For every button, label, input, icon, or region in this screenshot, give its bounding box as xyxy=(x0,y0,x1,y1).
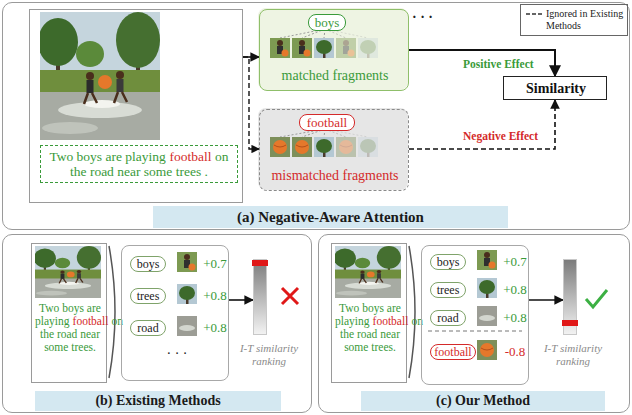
word-tag: road xyxy=(130,320,166,336)
caption-frame: Two boys are playingfootballon the road … xyxy=(335,302,405,354)
panel: (a) Negative-Aware Attention Two boys are… xyxy=(2,2,630,230)
word-tag: boys xyxy=(430,254,466,270)
score-value: -0.8 xyxy=(502,344,528,360)
word-tag: football xyxy=(430,344,476,360)
legend-box: Ignored in Existing Methods xyxy=(520,4,628,36)
fragment-thumb xyxy=(177,252,197,272)
bracket xyxy=(409,246,415,378)
score-value: +0.8 xyxy=(502,282,528,298)
mismatched-fill xyxy=(258,108,408,190)
photo xyxy=(34,246,101,298)
fragment-thumb xyxy=(270,137,290,157)
panel-title: (a) Negative-Aware Attention xyxy=(153,206,508,228)
word-tag: trees xyxy=(130,288,166,304)
legend-sample xyxy=(526,13,544,15)
connector xyxy=(409,100,555,149)
image-text-card: Two boys are playingfootballon the road … xyxy=(29,9,243,203)
similarity-box: Similarity xyxy=(503,76,607,100)
fragment-thumb xyxy=(270,38,290,58)
bracket xyxy=(109,246,115,378)
fragment-thumb xyxy=(177,284,197,304)
score-value: +0.7 xyxy=(202,256,228,272)
axis-caption: I-T similarity ranking xyxy=(532,342,614,368)
fragment-thumb xyxy=(358,137,378,157)
matched-fill xyxy=(258,8,408,90)
separator xyxy=(428,331,522,332)
photo xyxy=(38,12,160,140)
box-label: Similarity xyxy=(506,79,606,99)
score-value: +0.8 xyxy=(202,320,228,336)
fragment-box: boys matched fragments xyxy=(259,9,409,91)
axis-caption: I-T similarity ranking xyxy=(228,342,310,368)
ellipsis: · · · xyxy=(412,10,433,26)
cross-mark xyxy=(282,288,298,304)
fragment-thumb xyxy=(292,137,312,157)
panel: (c) Our Method Two boys are playingfootba… xyxy=(318,234,630,413)
box-label: matched fragments xyxy=(265,68,405,84)
word-tag: trees xyxy=(430,282,466,298)
word-tag: boys xyxy=(308,14,346,31)
caption-frame: Two boys are playingfootballon the road … xyxy=(40,145,238,183)
score-value: +0.8 xyxy=(502,310,528,326)
connector xyxy=(409,50,555,76)
caption-frame: Two boys are playingfootballon the road … xyxy=(35,302,105,354)
connector xyxy=(243,57,259,149)
fragment-box: football mismatched fragments xyxy=(259,109,409,191)
word-tag: boys xyxy=(130,256,166,272)
fragment-thumb xyxy=(292,38,312,58)
fragment-thumb xyxy=(477,278,497,298)
check-mark xyxy=(586,290,607,307)
caption-text: Two boys are playing xyxy=(49,149,169,164)
panel: (b) Existing Methods Two boys are playing… xyxy=(2,234,312,413)
fragment-thumb xyxy=(336,38,356,58)
fragment-thumb xyxy=(177,316,197,336)
panel-title: (c) Our Method xyxy=(361,391,605,411)
effect-label: Negative Effect xyxy=(462,129,539,143)
word-tag: football xyxy=(299,114,355,131)
image-text-card: Two boys are playingfootballon the road … xyxy=(331,243,407,383)
photo xyxy=(334,246,401,298)
connector xyxy=(529,299,563,301)
word-tag: road xyxy=(430,310,466,326)
rank-marker xyxy=(252,260,268,266)
caption-text: football xyxy=(169,149,215,164)
fragment-thumb xyxy=(477,250,497,270)
caption-text: football xyxy=(73,315,112,327)
ranking-bar: I-T similarity ranking xyxy=(253,259,267,335)
fragment-thumb xyxy=(477,306,497,326)
panel-title: (b) Existing Methods xyxy=(35,391,281,411)
score-value: +0.7 xyxy=(502,254,528,270)
box-label: mismatched fragments xyxy=(265,168,405,184)
score-list: boys+0.7trees+0.8road+0.8· · · xyxy=(121,245,229,381)
legend-text: Ignored in Existing Methods xyxy=(546,8,625,32)
image-text-card: Two boys are playingfootballon the road … xyxy=(31,243,107,383)
fragment-thumb xyxy=(336,137,356,157)
ellipsis: · · · xyxy=(152,346,202,362)
fragment-thumb xyxy=(314,38,334,58)
score-list: boys +0.7 trees +0.8 road +0.8 football -0.8 xyxy=(421,245,529,385)
fragment-thumb xyxy=(314,137,334,157)
fragment-thumb xyxy=(358,38,378,58)
ranking-bar: I-T similarity ranking xyxy=(563,259,577,335)
caption-text: football xyxy=(373,315,412,327)
effect-label: Positive Effect xyxy=(462,57,535,71)
score-value: +0.8 xyxy=(202,288,228,304)
rank-marker xyxy=(562,320,578,326)
fragment-thumb xyxy=(477,340,497,360)
connector xyxy=(229,299,253,301)
